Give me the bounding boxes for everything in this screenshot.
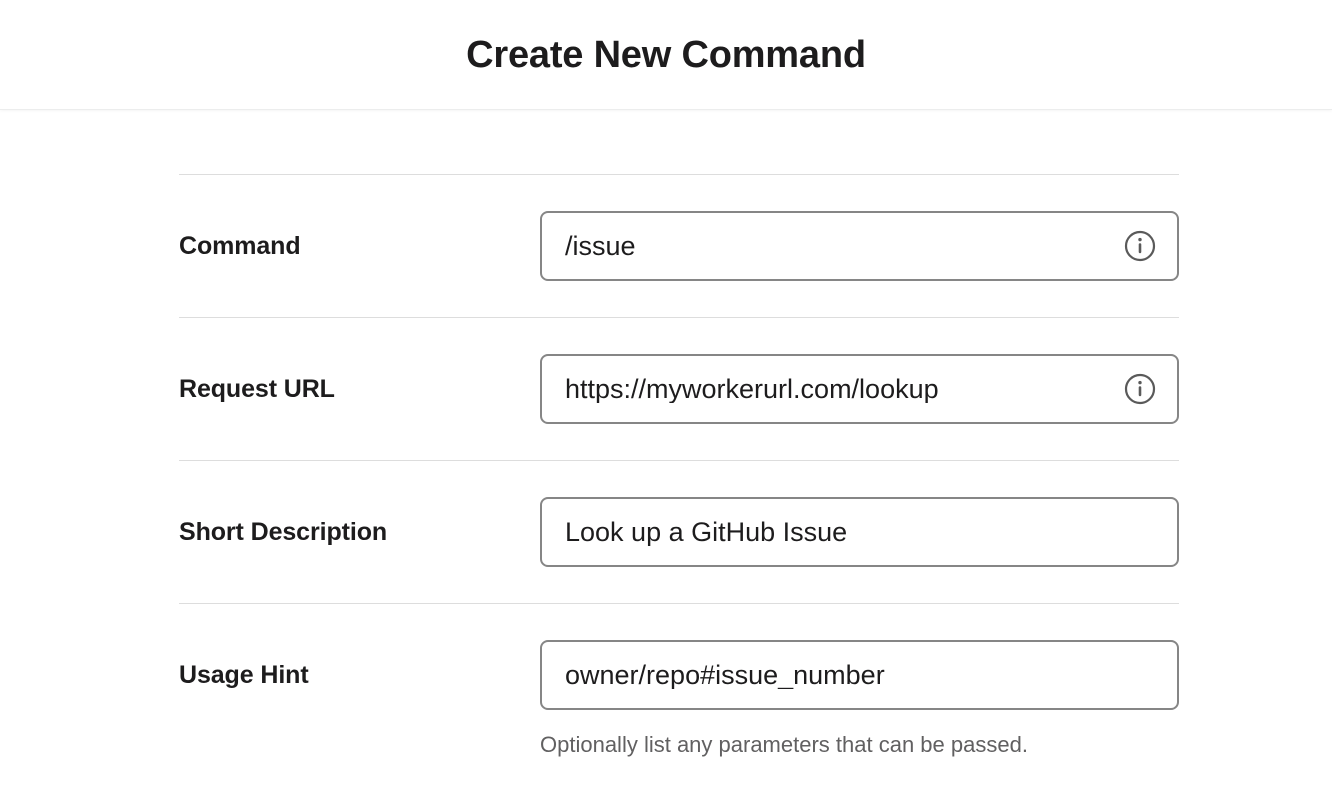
field-short-description: Look up a GitHub Issue xyxy=(540,497,1179,567)
form-rows-container: Command /issue Request URL https://mywor… xyxy=(179,174,1179,794)
command-input[interactable]: /issue xyxy=(540,211,1179,281)
label-short-description: Short Description xyxy=(179,518,388,546)
form-row-usage-hint: Usage Hint owner/repo#issue_number Optio… xyxy=(179,603,1179,794)
field-command: /issue xyxy=(540,211,1179,281)
form-row-command: Command /issue xyxy=(179,174,1179,317)
form-row-short-description: Short Description Look up a GitHub Issue xyxy=(179,460,1179,603)
page-title: Create New Command xyxy=(466,33,866,76)
field-usage-hint: owner/repo#issue_number Optionally list … xyxy=(540,640,1179,758)
info-circle-icon[interactable] xyxy=(1124,373,1156,405)
field-request-url: https://myworkerurl.com/lookup xyxy=(540,354,1179,424)
short-description-input[interactable]: Look up a GitHub Issue xyxy=(540,497,1179,567)
label-request-url: Request URL xyxy=(179,375,335,403)
usage-hint-input[interactable]: owner/repo#issue_number xyxy=(540,640,1179,710)
request-url-input-value: https://myworkerurl.com/lookup xyxy=(565,375,939,403)
label-command: Command xyxy=(179,232,301,260)
command-input-value: /issue xyxy=(565,232,636,260)
request-url-input[interactable]: https://myworkerurl.com/lookup xyxy=(540,354,1179,424)
usage-hint-helper-text: Optionally list any parameters that can … xyxy=(540,732,1028,757)
info-circle-icon[interactable] xyxy=(1124,230,1156,262)
usage-hint-input-value: owner/repo#issue_number xyxy=(565,661,885,689)
create-command-form: Command /issue Request URL https://mywor… xyxy=(0,110,1332,794)
short-description-input-value: Look up a GitHub Issue xyxy=(565,518,848,546)
page-header: Create New Command xyxy=(0,0,1332,110)
label-usage-hint: Usage Hint xyxy=(179,661,309,689)
form-row-request-url: Request URL https://myworkerurl.com/look… xyxy=(179,317,1179,460)
